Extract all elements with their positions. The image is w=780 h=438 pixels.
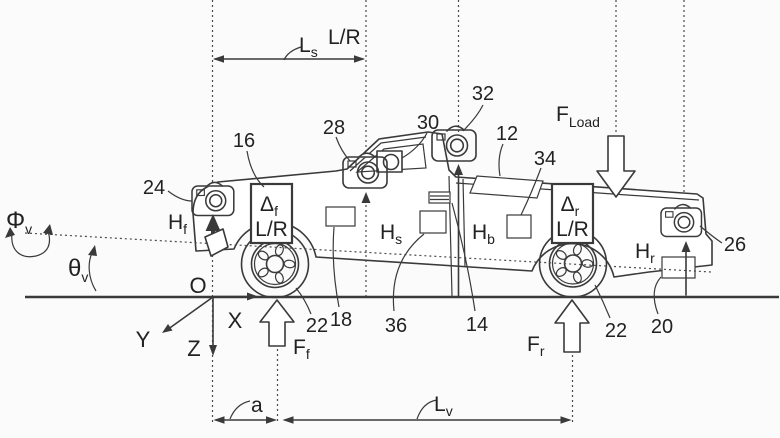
label-dim-ls-suffix: L/R [328, 26, 361, 49]
bed-panel [469, 175, 544, 199]
label-dim-a: a [251, 394, 263, 417]
delta-rear-box: Δr L/R [550, 182, 595, 245]
ref-16: 16 [233, 130, 255, 152]
ref-24: 24 [143, 177, 165, 199]
ref-18: 18 [330, 309, 352, 331]
rotation-arc-icon [5, 224, 53, 258]
reference-numerals: 16 24 28 30 32 12 34 26 22 18 36 14 22 2… [143, 83, 746, 342]
ref-34: 34 [534, 148, 556, 170]
label-height-body: Hb [472, 221, 495, 247]
label-force-load: FLoad [556, 103, 600, 130]
label-roll-angle: Φv [6, 207, 32, 237]
pitch-arc-icon [88, 245, 97, 292]
label-x-axis: X [228, 308, 243, 333]
svg-text:L/R: L/R [556, 218, 589, 241]
label-height-front: Hf [168, 211, 187, 237]
label-pitch-angle: θv [68, 255, 88, 285]
windshield-line [349, 136, 427, 172]
sensor-box-36 [419, 210, 447, 234]
front-fascia-piece [204, 228, 229, 257]
ref-12: 12 [496, 123, 518, 145]
load-force-arrow [596, 135, 636, 198]
rear-axle-force-arrow [554, 299, 590, 353]
sensor-box-18 [325, 206, 356, 227]
front-axle-force-arrow [259, 299, 295, 347]
coordinate-axes [162, 292, 258, 356]
ref-30: 30 [417, 112, 439, 134]
label-dim-ls: Ls [299, 34, 318, 60]
ref-28: 28 [323, 117, 345, 139]
label-force-rear: Fr [527, 333, 545, 359]
svg-text:Δf: Δf [260, 193, 278, 219]
svg-text:L/R: L/R [255, 218, 288, 241]
symbol-labels: Φv θv Hf Hs Hb Hr FLoad Ff Fr Ls L/R a L… [6, 26, 655, 419]
ref-22-front: 22 [306, 315, 328, 337]
height-measurement-arrows [204, 164, 691, 297]
label-y-axis: Y [136, 327, 151, 352]
label-z-axis: Z [187, 336, 200, 361]
label-origin: O [189, 273, 206, 298]
sensor-30-lens [382, 153, 400, 171]
ref-22-rear: 22 [605, 320, 627, 342]
cowl-vent [428, 191, 451, 204]
sensor-box-34 [506, 214, 532, 239]
ref-36: 36 [385, 315, 407, 337]
rear-box-20 [661, 256, 696, 279]
dimension-a [213, 400, 277, 424]
label-height-rear: Hr [635, 240, 655, 266]
dimension-lv [282, 399, 572, 424]
ref-14: 14 [466, 314, 488, 336]
leader-lines [167, 104, 723, 319]
label-force-front: Ff [293, 336, 310, 362]
ref-32: 32 [472, 83, 494, 105]
delta-front-box: Δf L/R [249, 182, 294, 245]
ref-20: 20 [651, 316, 673, 338]
label-height-sensor: Hs [380, 221, 402, 247]
svg-text:Δr: Δr [561, 193, 580, 219]
dimension-ls [213, 46, 365, 63]
ref-26: 26 [724, 234, 746, 256]
label-dim-lv: Lv [434, 393, 453, 419]
